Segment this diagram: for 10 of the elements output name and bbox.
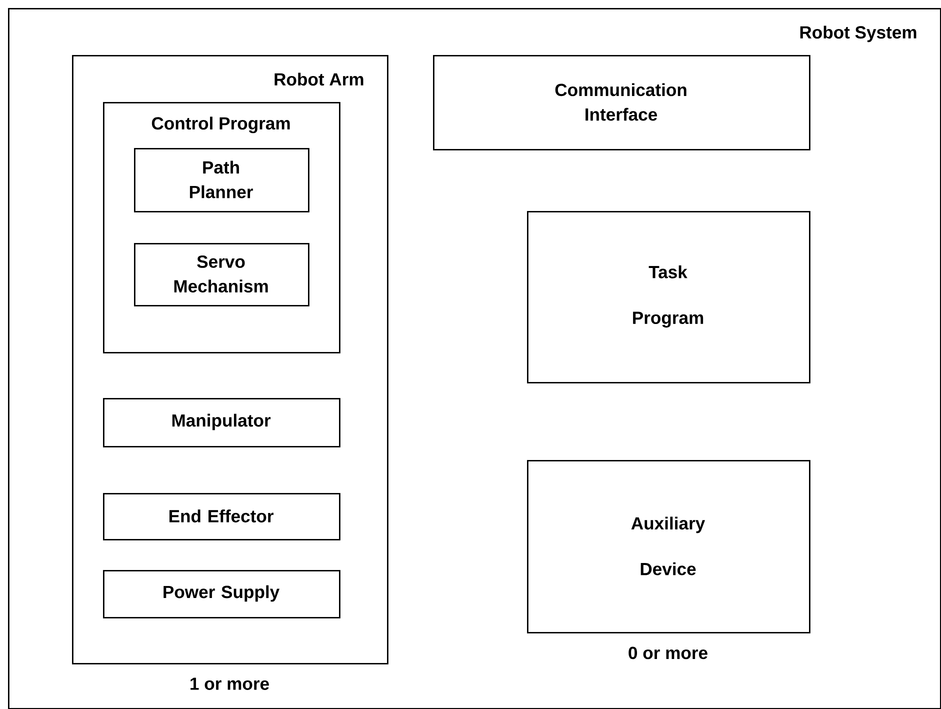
component-box: Manipulator bbox=[103, 398, 340, 448]
component-box: Auxiliary Device bbox=[527, 460, 810, 634]
component-box: Communication Interface bbox=[433, 55, 810, 150]
component-box: Servo Mechanism bbox=[134, 243, 310, 306]
component-box: Path Planner bbox=[134, 148, 310, 212]
component-box: Task Program bbox=[527, 211, 810, 384]
component-box: Power Supply bbox=[103, 570, 340, 618]
multiplicity-label: 0 or more bbox=[628, 646, 708, 660]
multiplicity-label: 1 or more bbox=[190, 678, 269, 690]
component-box: End Effector bbox=[103, 493, 340, 540]
